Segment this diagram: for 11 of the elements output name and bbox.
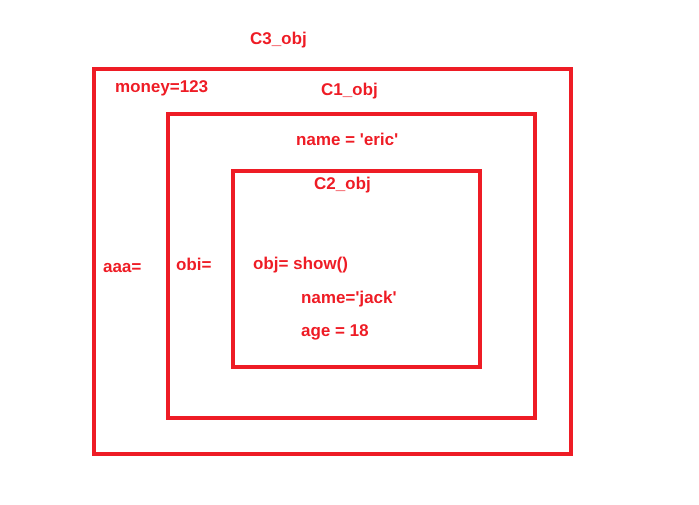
attribute-text: obi= <box>176 255 212 275</box>
object-box <box>231 169 482 369</box>
attribute-text: obj= show() <box>253 254 348 274</box>
box-title: C1_obj <box>321 80 378 100</box>
box-title: C2_obj <box>314 174 371 194</box>
attribute-text: money=123 <box>115 77 208 97</box>
attribute-text: name='jack' <box>301 288 397 308</box>
attribute-text: age = 18 <box>301 321 369 341</box>
attribute-text: name = 'eric' <box>296 130 398 150</box>
attribute-text: aaa= <box>103 257 142 277</box>
box-title: C3_obj <box>250 29 307 49</box>
